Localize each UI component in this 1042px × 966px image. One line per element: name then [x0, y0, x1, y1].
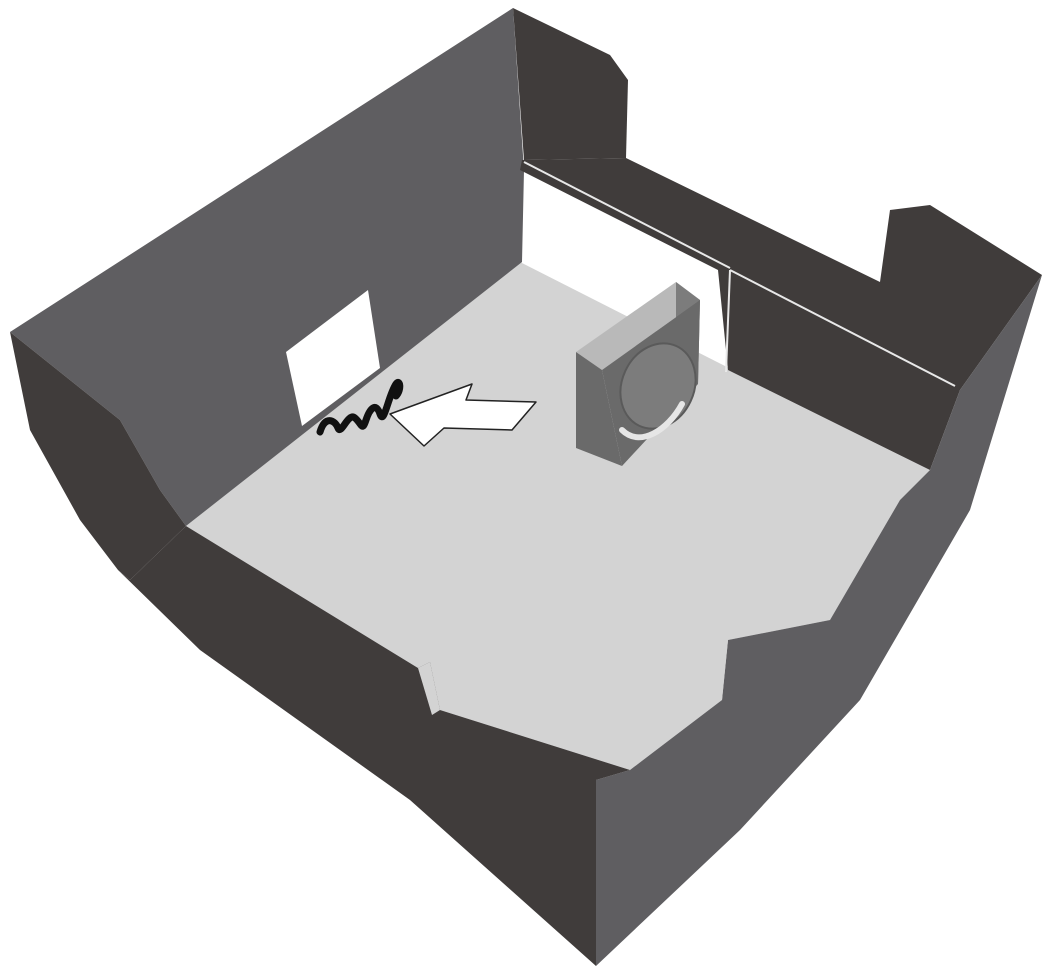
back-right-wall-top — [513, 8, 628, 160]
